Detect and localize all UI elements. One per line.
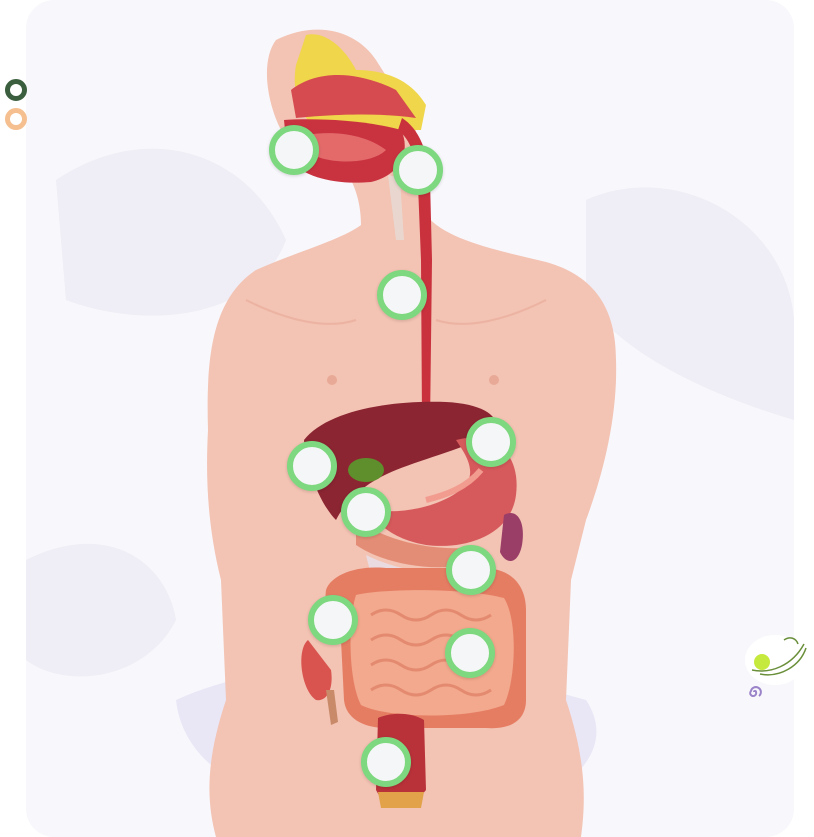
digestive-system-illustration [26, 29, 794, 837]
hotspot-large-intestine[interactable] [308, 595, 358, 645]
hotspot-liver[interactable] [287, 441, 337, 491]
hotspot-pancreas[interactable] [446, 545, 496, 595]
marker-dark-green [5, 79, 27, 101]
diagram-card [26, 0, 794, 837]
hotspot-small-intestine[interactable] [445, 628, 495, 678]
marker-orange [5, 108, 27, 130]
hotspot-pharynx[interactable] [393, 145, 443, 195]
hotspot-rectum[interactable] [361, 737, 411, 787]
appendix [301, 640, 332, 701]
esophagus [398, 118, 432, 425]
hotspot-gallbladder[interactable] [341, 487, 391, 537]
nasal-cavity [291, 75, 416, 118]
pancreas [356, 520, 466, 568]
banana-doodle-icon [740, 630, 810, 695]
purple-swirl-icon [746, 683, 764, 706]
spleen [500, 513, 523, 562]
gallbladder [348, 458, 384, 482]
hotspot-oral-cavity[interactable] [269, 125, 319, 175]
hotspot-stomach[interactable] [466, 417, 516, 467]
hotspot-esophagus[interactable] [377, 270, 427, 320]
